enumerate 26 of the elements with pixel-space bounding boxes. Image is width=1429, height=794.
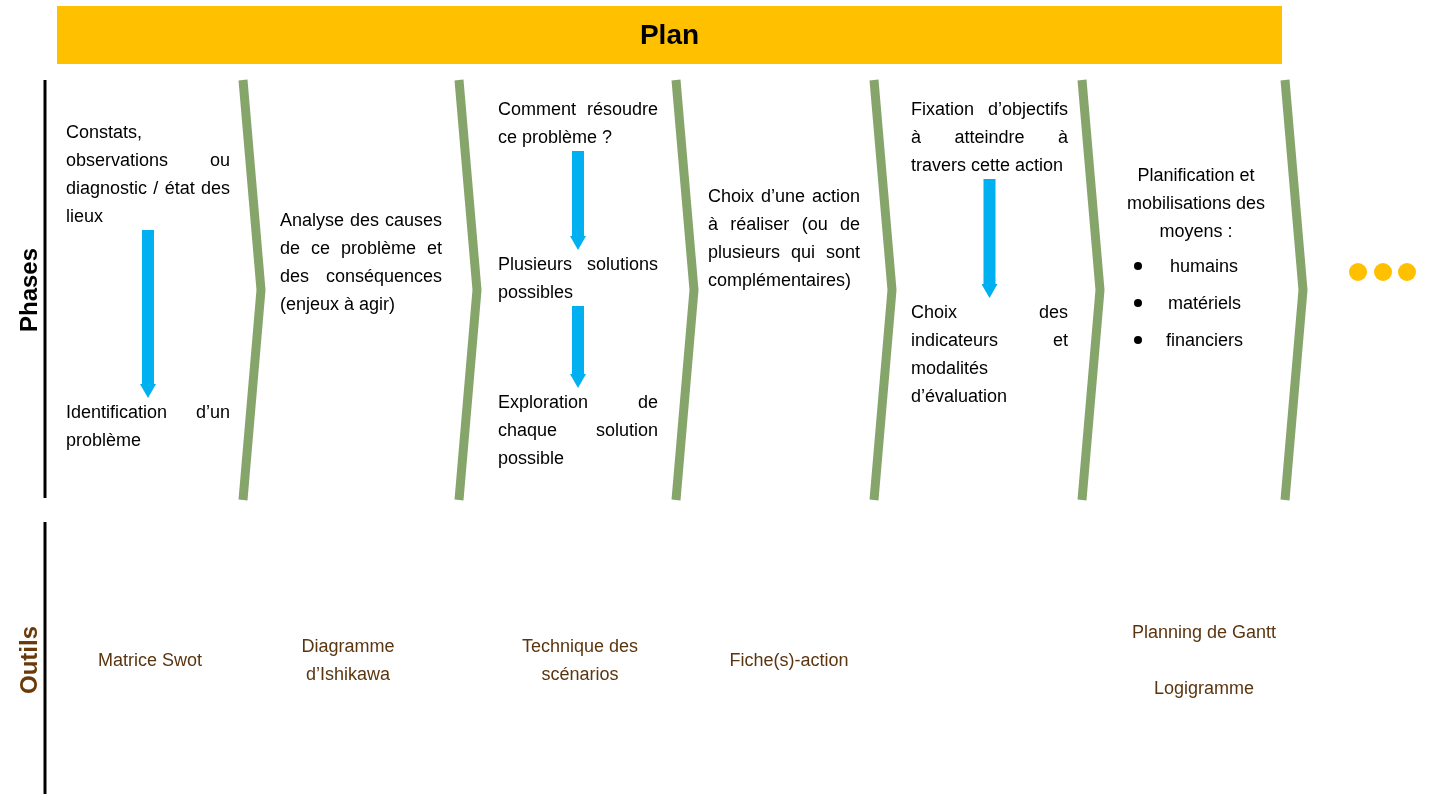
step-text: Plusieurs solutions possibles <box>498 250 658 306</box>
text-label: Phases <box>17 246 41 335</box>
text-label: Logigramme <box>1152 677 1255 700</box>
step-text: Comment résoudre ce problème ? <box>498 95 658 151</box>
down-arrow <box>981 179 998 298</box>
text-label: Diagramme d’Ishikawa <box>300 635 396 686</box>
text-label: Technique des scénarios <box>520 635 640 686</box>
step-text: Choix des indicateurs et modalités d’évaluation <box>911 298 1068 410</box>
text-label: Outils <box>17 625 41 696</box>
step-text: Fixation d’objectifs à atteindre à travers cette action <box>911 95 1068 179</box>
text-label: humains <box>1170 255 1240 278</box>
down-arrow <box>570 306 586 388</box>
text-label: matériels <box>1168 292 1243 315</box>
text-label: Planning de Gantt <box>1130 621 1278 644</box>
text-label: financiers <box>1166 329 1245 352</box>
text-label: Analyse des causes de ce problème et des conséquences (enjeux à agir) <box>280 209 442 316</box>
step-text: Constats, observations ou diagnostic / état des lieux <box>66 118 230 230</box>
down-arrow <box>140 230 156 398</box>
text-label: Choix d’une action à réaliser (ou de plusieurs qui sont complémentaires) <box>708 185 860 292</box>
down-arrow <box>570 151 586 250</box>
step-text: Exploration de chaque solution possible <box>498 388 658 472</box>
text-label: Matrice Swot <box>97 649 203 672</box>
step-text: Identification d’un problème <box>66 398 230 454</box>
text-label: Planification et mobilisations des moyens : <box>1125 164 1267 243</box>
text-label: Fiche(s)-action <box>728 649 850 672</box>
title-banner: Plan <box>57 6 1282 64</box>
